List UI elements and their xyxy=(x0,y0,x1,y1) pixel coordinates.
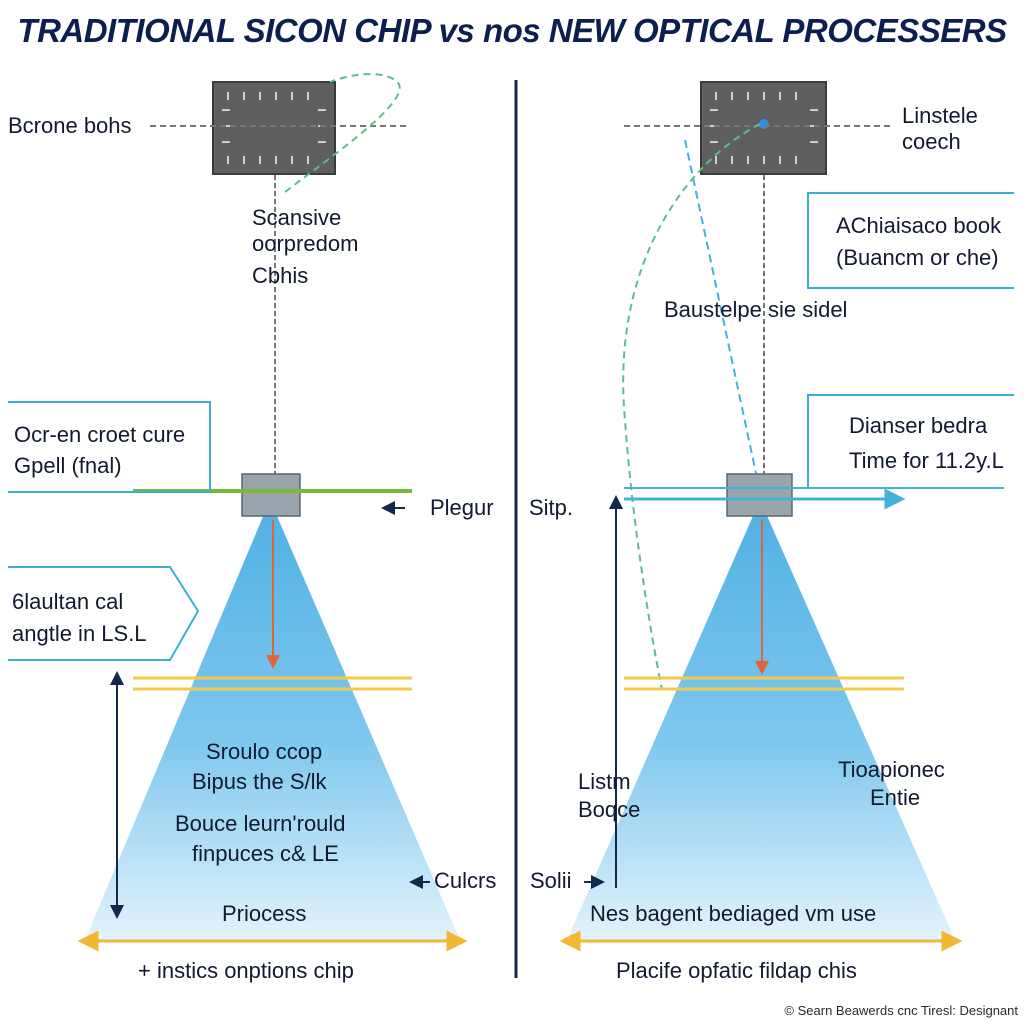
right-emitter xyxy=(726,473,793,517)
left-desc-line-1: Scansive xyxy=(252,205,342,230)
left-chip xyxy=(212,81,336,175)
right-chip-label-2: coech xyxy=(902,129,961,154)
right-beam-bottom: Nes bagent bediaged vm use xyxy=(590,901,877,926)
left-beam-text-2a: Bouce leurn'rould xyxy=(175,811,346,836)
right-beam-right-1: Tioapionec xyxy=(838,757,945,782)
right-box-1-line-1: AChiaisaco book xyxy=(836,213,1002,238)
left-box-2-border xyxy=(8,566,200,661)
left-caption: + instics onptions chip xyxy=(138,958,354,983)
left-light-beam xyxy=(85,500,460,940)
left-box-2-line-1: 6laultan cal xyxy=(12,589,124,614)
right-dashed-curve xyxy=(622,123,761,691)
left-beam-text-1b: Bipus the S/lk xyxy=(192,769,327,794)
left-dashed-curve xyxy=(284,73,401,193)
left-desc-line-2: oorpredom xyxy=(252,231,359,256)
left-beam-bottom: Priocess xyxy=(222,901,307,926)
left-box-2-line-2: angtle in LS.L xyxy=(12,621,147,646)
right-box-1-line-2: (Buancm or che) xyxy=(836,245,999,270)
left-chip-label: Bcrone bohs xyxy=(8,113,132,138)
right-box-2-line-2: Time for 11.2y.L xyxy=(849,448,1004,473)
right-beam-left-2: Boqce xyxy=(578,797,641,822)
right-chip-dot xyxy=(759,119,769,129)
right-beam-left-1: Listm xyxy=(578,769,631,794)
diagram-title: TRADITIONAL SICON CHIP vs nos NEW OPTICA… xyxy=(17,12,1007,49)
right-panel xyxy=(559,81,1014,952)
right-chip-label-1: Linstele xyxy=(902,103,978,128)
left-pointer-label: Plegur xyxy=(430,495,494,520)
right-side-label: Solii xyxy=(530,868,572,893)
left-side-label: Culcrs xyxy=(434,868,497,893)
left-box-1-line-1: Ocr-en croet cure xyxy=(14,422,186,447)
right-box-2-line-1: Dianser bedra xyxy=(849,413,988,438)
right-beam-right-2: Entie xyxy=(870,785,921,810)
left-desc-line-3: Cbhis xyxy=(252,263,309,288)
right-mid-label: Baustelpe sie sidel xyxy=(664,297,848,322)
right-caption: Placife opfatic fildap chis xyxy=(616,958,857,983)
left-box-1-border xyxy=(8,401,211,493)
right-cyan-diagonal xyxy=(684,139,758,479)
right-pointer-label: Sitp. xyxy=(529,495,574,520)
right-light-beam xyxy=(567,500,955,940)
right-box-2-border xyxy=(807,394,1014,488)
right-box-1-border xyxy=(807,192,1014,289)
left-beam-text-2b: finpuces c& LE xyxy=(192,841,339,866)
left-beam-text-1a: Sroulo ccop xyxy=(206,739,323,764)
left-panel xyxy=(8,73,468,952)
left-emitter xyxy=(241,473,301,517)
footer-credit: © Searn Beawerds cnc Tiresl: Designant xyxy=(784,1003,1018,1018)
left-box-1-line-2: Gpell (fnal) xyxy=(14,453,122,478)
